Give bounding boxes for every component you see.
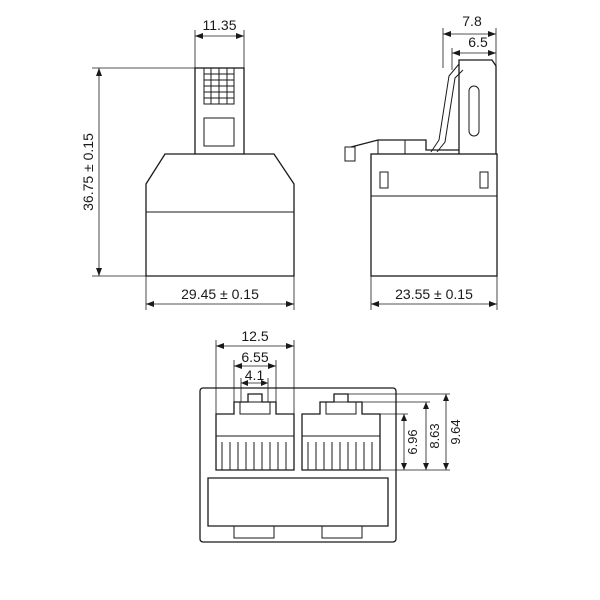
dim-label: 29.45 ± 0.15: [181, 286, 259, 302]
front-view: 11.35 36.75 ± 0.15 29.45 ± 0.15: [80, 17, 295, 310]
dim-label: 23.55 ± 0.15: [395, 286, 473, 302]
front-plug-window: [203, 117, 235, 147]
dim-side-width: 23.55 ± 0.15: [370, 276, 498, 310]
port-left: [215, 393, 295, 471]
port-foot-right: [321, 525, 363, 539]
port-view: 12.5 6.55 4.1: [199, 328, 463, 543]
dim-label: 12.5: [241, 328, 268, 344]
port-housing: [199, 387, 397, 543]
front-plug-latch: [203, 67, 235, 105]
front-housing: [145, 153, 295, 277]
side-latch-lever-inner: [436, 69, 464, 153]
dim-front-height: 36.75 ± 0.15: [80, 67, 204, 277]
dim-port-outer: 12.5: [215, 328, 295, 414]
dim-label: 36.75 ± 0.15: [80, 133, 96, 211]
dim-side-inner: 6.5: [451, 34, 496, 70]
port-left-pins: [221, 442, 287, 470]
port-lower-opening: [207, 477, 389, 527]
dim-port-middle: 6.55: [233, 349, 277, 414]
dim-label: 8.63: [427, 423, 442, 448]
dim-label: 11.35: [203, 17, 237, 33]
dim-label: 4.1: [245, 367, 265, 383]
side-arm: [350, 139, 459, 151]
side-arm-hook: [344, 146, 356, 162]
dim-label: 6.5: [468, 34, 488, 50]
side-latch-lever: [430, 63, 460, 153]
dim-front-plug-width: 11.35: [194, 17, 245, 68]
port-right: [301, 393, 381, 471]
dim-port-inner: 4.1: [240, 367, 269, 402]
dim-label: 7.8: [462, 13, 482, 29]
dim-side-overall: 7.8: [442, 13, 497, 68]
side-tab-right: [479, 171, 489, 189]
side-housing: [370, 153, 498, 277]
port-right-pins: [307, 442, 373, 470]
dim-label: 6.55: [241, 349, 268, 365]
dim-label: 9.64: [448, 419, 463, 444]
side-tab-left: [379, 171, 389, 189]
dim-port-vertical: 6.96 8.63 9.64: [348, 393, 463, 471]
dim-front-width: 29.45 ± 0.15: [145, 276, 295, 310]
side-plug-slot: [468, 85, 480, 137]
side-plug-body: [458, 59, 497, 154]
dim-label: 6.96: [405, 429, 420, 454]
port-foot-left: [233, 525, 275, 539]
side-view: 7.8 6.5 23.55 ± 0.15: [344, 13, 498, 310]
